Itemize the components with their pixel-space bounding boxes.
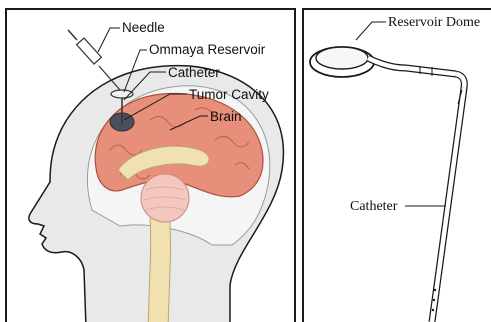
label-catheter-right: Catheter [350,199,398,214]
label-catheter-left: Catheter [168,65,220,80]
cerebellum [141,174,189,222]
label-needle: Needle [122,20,165,35]
reservoir-dome [316,47,368,69]
label-reservoir-dome: Reservoir Dome [388,15,480,30]
label-brain: Brain [210,109,242,124]
label-ommaya-reservoir: Ommaya Reservoir [149,42,266,57]
label-tumor-cavity: Tumor Cavity [189,87,269,102]
